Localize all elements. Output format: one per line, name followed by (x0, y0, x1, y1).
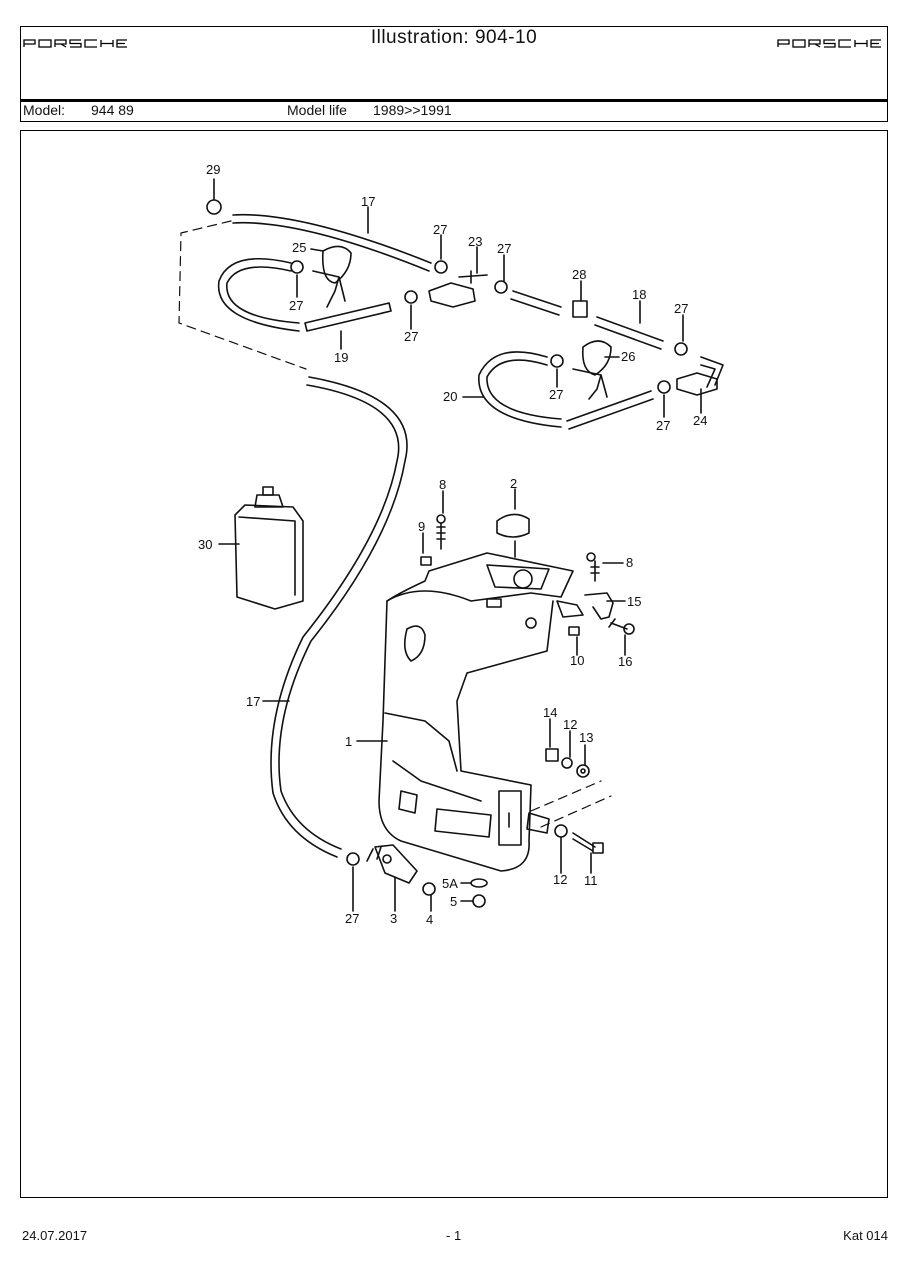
callout-27-f: 27 (549, 387, 563, 402)
callout-11: 11 (584, 873, 598, 888)
callout-17-bottom: 17 (246, 694, 260, 709)
callout-23: 23 (468, 234, 482, 249)
model-row: Model: 944 89 Model life 1989>>1991 (21, 102, 887, 122)
callout-27-a: 27 (433, 222, 447, 237)
model-life-value: 1989>>1991 (373, 102, 452, 118)
callout-15: 15 (627, 594, 641, 609)
callout-17-top: 17 (361, 194, 375, 209)
callout-8-b: 8 (626, 555, 633, 570)
callout-27-d: 27 (404, 329, 418, 344)
callout-28: 28 (572, 267, 586, 282)
header-rule (21, 99, 887, 102)
callout-30: 30 (198, 537, 212, 552)
callout-27-g: 27 (656, 418, 670, 433)
callout-2: 2 (510, 476, 517, 491)
callout-25: 25 (292, 240, 306, 255)
porsche-logo-right (777, 39, 881, 48)
model-life-label: Model life (287, 102, 347, 118)
callout-9: 9 (418, 519, 425, 534)
callout-27-b: 27 (497, 241, 511, 256)
callout-27-h: 27 (345, 911, 359, 926)
callout-5: 5 (450, 894, 457, 909)
callout-27-c: 27 (289, 298, 303, 313)
callout-12-a: 12 (563, 717, 577, 732)
callout-10: 10 (570, 653, 584, 668)
model-value: 944 89 (91, 102, 134, 118)
footer-page-number: - 1 (446, 1228, 462, 1243)
porsche-logo-left (23, 39, 127, 48)
footer-catalog: Kat 014 (843, 1228, 888, 1243)
callout-19: 19 (334, 350, 348, 365)
callout-16: 16 (618, 654, 632, 669)
model-label: Model: (23, 102, 66, 118)
header-box: Illustration: 904-10 Model: 944 89 Model… (20, 26, 888, 122)
callout-8-a: 8 (439, 477, 446, 492)
page-title: Illustration: 904-10 (370, 27, 538, 48)
callout-13: 13 (579, 730, 593, 745)
parts-diagram: 29 17 27 23 27 25 27 27 28 18 27 19 26 2… (178, 162, 724, 927)
callout-26: 26 (621, 349, 635, 364)
callout-1: 1 (345, 734, 352, 749)
callout-18: 18 (632, 287, 646, 302)
callout-20: 20 (443, 389, 457, 404)
callout-3: 3 (390, 911, 397, 926)
callout-12-b: 12 (553, 872, 567, 887)
footer-date: 24.07.2017 (22, 1228, 88, 1243)
callout-27-e: 27 (674, 301, 688, 316)
callout-14: 14 (543, 705, 557, 720)
callout-5a: 5A (442, 876, 458, 891)
callout-4: 4 (426, 912, 433, 927)
diagram-box: 29 17 27 23 27 25 27 27 28 18 27 19 26 2… (20, 130, 888, 1198)
callout-29: 29 (206, 162, 220, 177)
callout-24: 24 (693, 413, 707, 428)
